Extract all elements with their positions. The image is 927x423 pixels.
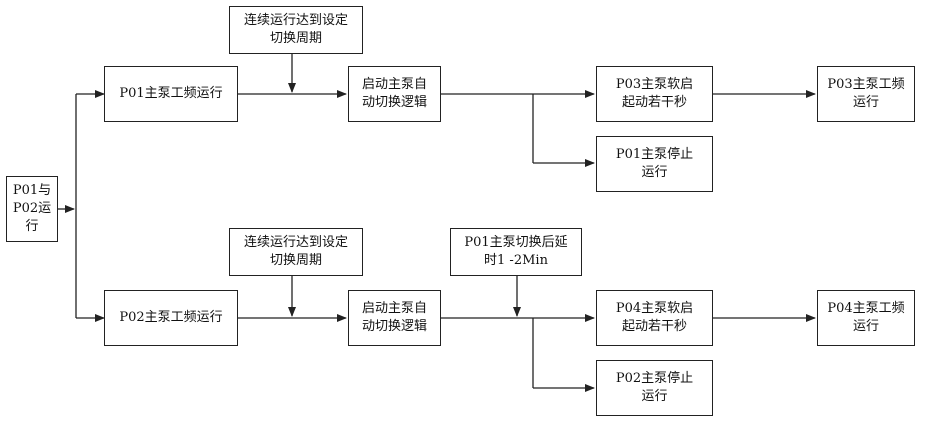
p04-run-node: P04主泵工频 运行 <box>817 290 915 346</box>
switch-bottom-node: 启动主泵自 动切换逻辑 <box>348 290 441 346</box>
cond-bottom-node: 连续运行达到设定 切换周期 <box>229 228 363 276</box>
switch-top-node: 启动主泵自 动切换逻辑 <box>348 66 441 122</box>
p01-run-node: P01主泵工频运行 <box>104 66 238 122</box>
p03-soft-start-node: P03主泵软启 起动若干秒 <box>596 66 713 122</box>
cond-top-node: 连续运行达到设定 切换周期 <box>229 6 363 54</box>
start-node: P01与 P02运 行 <box>6 176 58 242</box>
p01-stop-node: P01主泵停止 运行 <box>596 136 713 192</box>
p04-soft-start-node: P04主泵软启 起动若干秒 <box>596 290 713 346</box>
p02-run-node: P02主泵工频运行 <box>104 290 238 346</box>
p03-run-node: P03主泵工频 运行 <box>817 66 915 122</box>
p02-stop-node: P02主泵停止 运行 <box>596 360 713 416</box>
delay-node: P01主泵切换后延 时1 -2Min <box>450 228 582 276</box>
